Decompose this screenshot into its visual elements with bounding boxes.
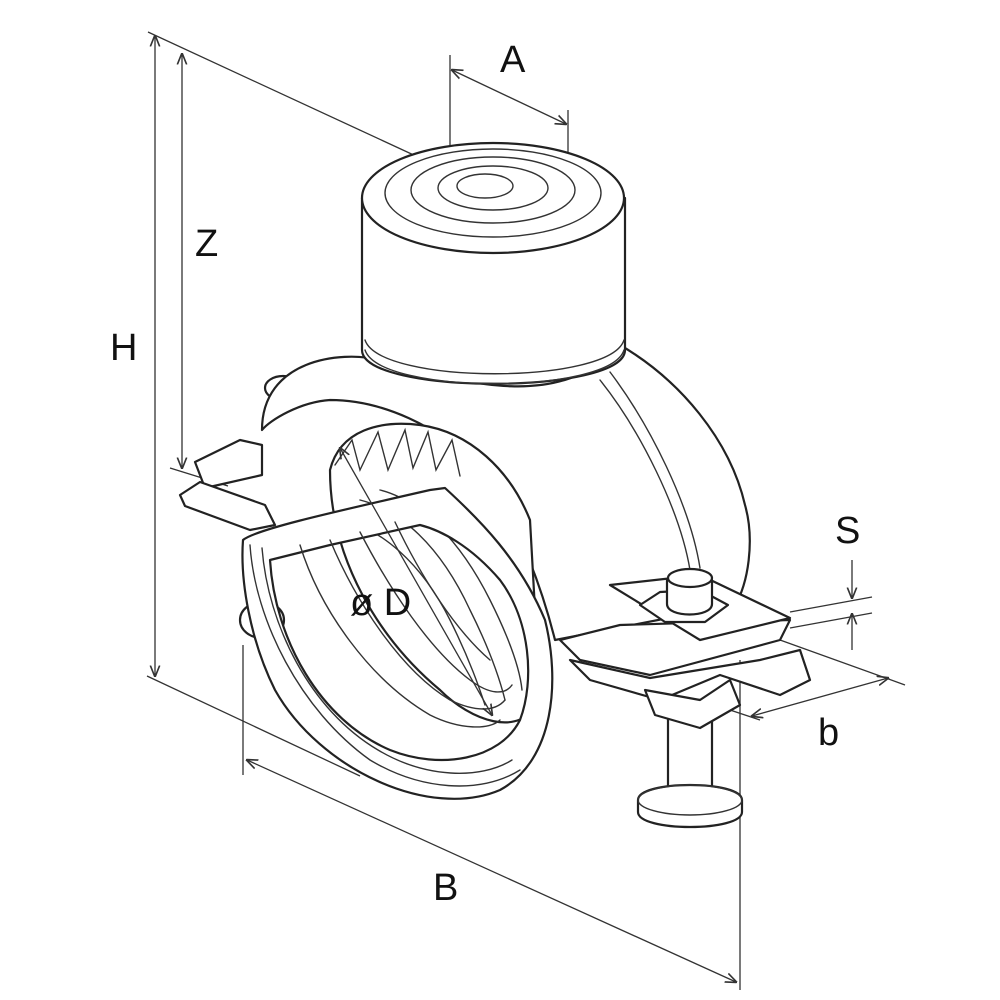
dimension-small-b-line <box>752 678 888 716</box>
dimension-b-line <box>247 760 736 982</box>
left-flange <box>178 438 277 532</box>
label-diameter: ø D <box>350 582 411 624</box>
right-nut <box>665 567 714 616</box>
extension-s-bottom <box>789 612 873 629</box>
right-bolt <box>636 678 744 829</box>
dimension-diameter-line <box>340 448 492 715</box>
label-z: Z <box>195 223 218 265</box>
label-h: H <box>110 327 137 369</box>
dimension-a-line <box>452 70 566 124</box>
label-a: A <box>500 39 526 81</box>
threaded-socket <box>360 141 627 385</box>
dimension-labels: A Z H S ø D b B <box>110 39 860 909</box>
label-s: S <box>835 510 860 552</box>
extension-s-top <box>789 596 873 613</box>
label-b: B <box>433 867 458 909</box>
label-small-b: b <box>818 712 839 754</box>
